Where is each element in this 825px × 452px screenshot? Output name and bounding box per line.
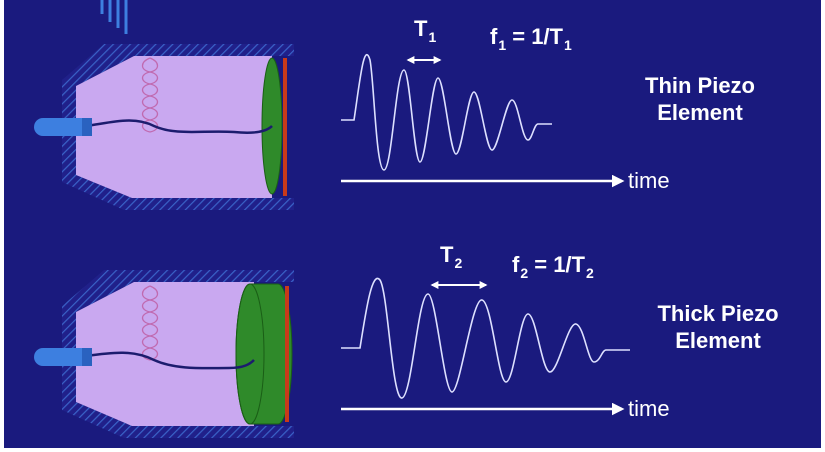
thick-waveform [341, 277, 630, 399]
thick-piezo-face [235, 283, 265, 425]
thin-waveform [341, 53, 552, 171]
thick-connector-ring [82, 348, 92, 366]
thick-transducer-interior [76, 282, 254, 426]
thick-backing-coil [141, 285, 159, 361]
thick-frequency-formula: f2 = 1/T2 [512, 252, 594, 281]
thick-piezo-caption-line2: Element [675, 328, 761, 353]
thin-connector [34, 118, 90, 136]
thick-signal-cable [85, 351, 255, 370]
thick-connector [34, 348, 90, 366]
thin-piezo-caption: Thin Piezo Element [616, 72, 784, 126]
thick-piezo-caption: Thick Piezo Element [632, 300, 804, 354]
thin-piezo-caption-line1: Thin Piezo [645, 73, 755, 98]
thick-transducer [34, 270, 294, 438]
thick-transducer-housing [62, 270, 294, 438]
thin-backing-coil [141, 57, 159, 133]
thin-connector-ring [82, 118, 92, 136]
thin-transducer [34, 44, 294, 210]
thin-time-label: time [628, 168, 670, 193]
thick-time-label: time [628, 396, 670, 421]
thick-piezo-caption-line1: Thick Piezo [657, 301, 779, 326]
thick-matching-layer [285, 286, 289, 422]
thin-signal-cable [85, 119, 273, 134]
thin-matching-layer [283, 58, 287, 196]
thin-piezo-caption-line2: Element [657, 100, 743, 125]
thin-transducer-interior [76, 56, 272, 198]
thin-transducer-housing [62, 44, 294, 210]
thin-period-label: T1 [414, 16, 437, 45]
slide: T1 f1 = 1/T1 Thin Piezo Element time T2 … [4, 0, 821, 448]
beam-lines-icon [100, 0, 128, 34]
thick-period-label: T2 [440, 242, 463, 271]
thin-frequency-formula: f1 = 1/T1 [490, 24, 572, 53]
diagram-canvas [34, 0, 630, 438]
